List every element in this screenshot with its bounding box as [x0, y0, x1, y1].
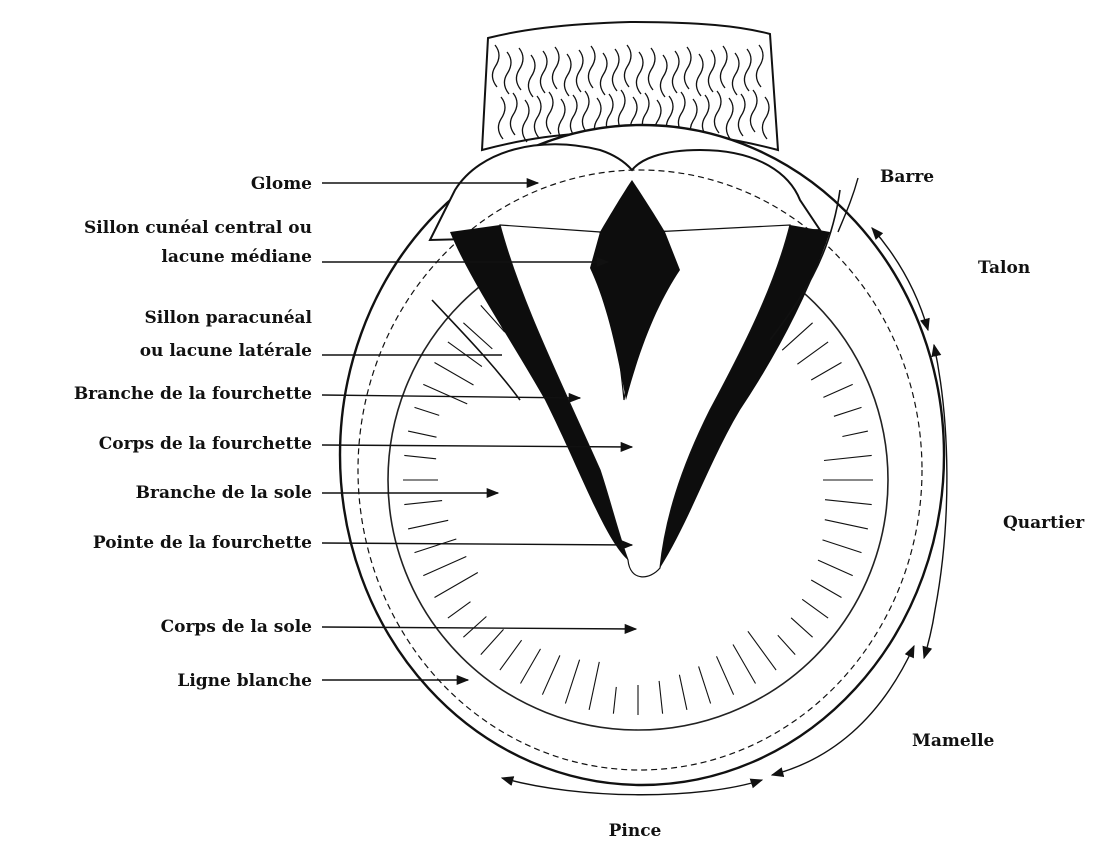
label-sillon-paracuneal-line2: ou lacune latérale	[140, 341, 312, 361]
label-branche-sole: Branche de la sole	[136, 483, 313, 503]
label-glome: Glome	[251, 174, 312, 194]
label-sillon-cuneal-central-line2: lacune médiane	[161, 247, 312, 267]
label-barre: Barre	[880, 167, 934, 187]
label-corps-sole: Corps de la sole	[161, 617, 313, 637]
label-corps-fourchette: Corps de la fourchette	[99, 434, 312, 454]
label-talon: Talon	[978, 258, 1030, 278]
label-sillon-cuneal-central-line1: Sillon cunéal central ou	[84, 218, 312, 238]
left-labels: Glome Sillon cunéal central ou lacune mé…	[74, 174, 313, 691]
label-branche-fourchette: Branche de la fourchette	[74, 384, 312, 404]
label-pointe-fourchette: Pointe de la fourchette	[93, 533, 312, 553]
label-quartier: Quartier	[1003, 513, 1085, 533]
label-sillon-paracuneal-line1: Sillon paracunéal	[144, 308, 312, 328]
hoof-drawing	[340, 22, 944, 785]
label-ligne-blanche: Ligne blanche	[177, 671, 312, 691]
label-mamelle: Mamelle	[912, 731, 995, 751]
label-pince: Pince	[609, 821, 662, 841]
